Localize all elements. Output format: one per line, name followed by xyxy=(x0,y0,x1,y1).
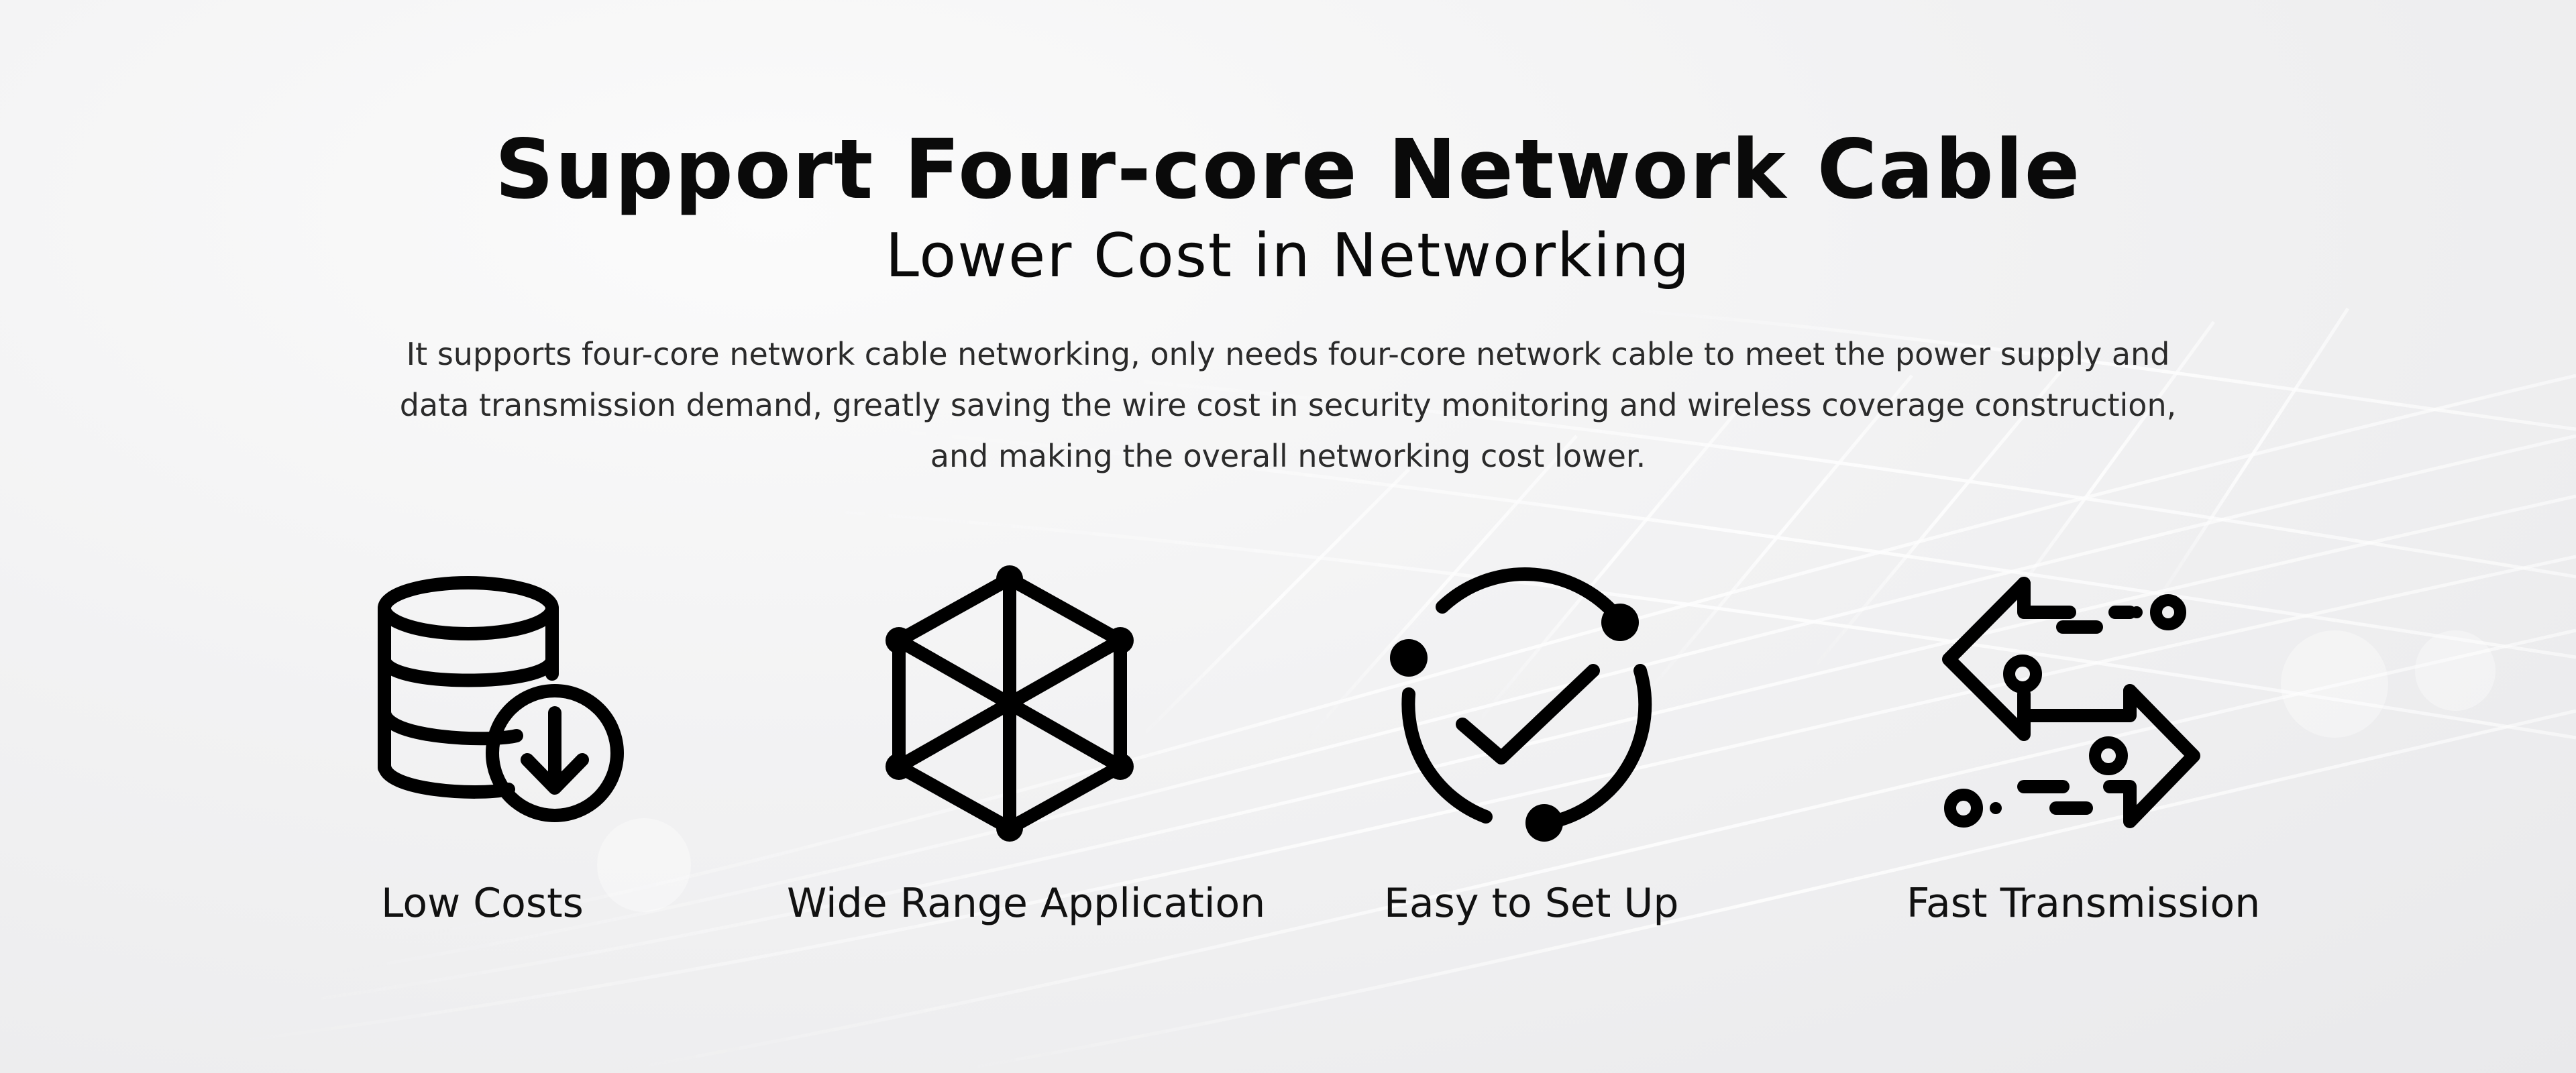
arrows-exchange-icon xyxy=(1929,560,2224,855)
feature-label-fast-transmission: Fast Transmission xyxy=(1907,880,2261,927)
feature-label-easy-to-set-up: Easy to Set Up xyxy=(1384,880,1679,927)
feature-label-wide-range-application: Wide Range Application xyxy=(787,880,1266,927)
page-title: Support Four-core Network Cable xyxy=(494,122,2082,217)
page-subtitle: Lower Cost in Networking xyxy=(885,221,1691,291)
feature-label-low-costs: Low Costs xyxy=(381,880,584,927)
check-circle-icon xyxy=(1375,560,1670,855)
description-paragraph: It supports four-core network cable netw… xyxy=(399,336,2177,474)
hexagon-network-icon xyxy=(862,560,1157,855)
database-download-icon xyxy=(362,560,657,855)
